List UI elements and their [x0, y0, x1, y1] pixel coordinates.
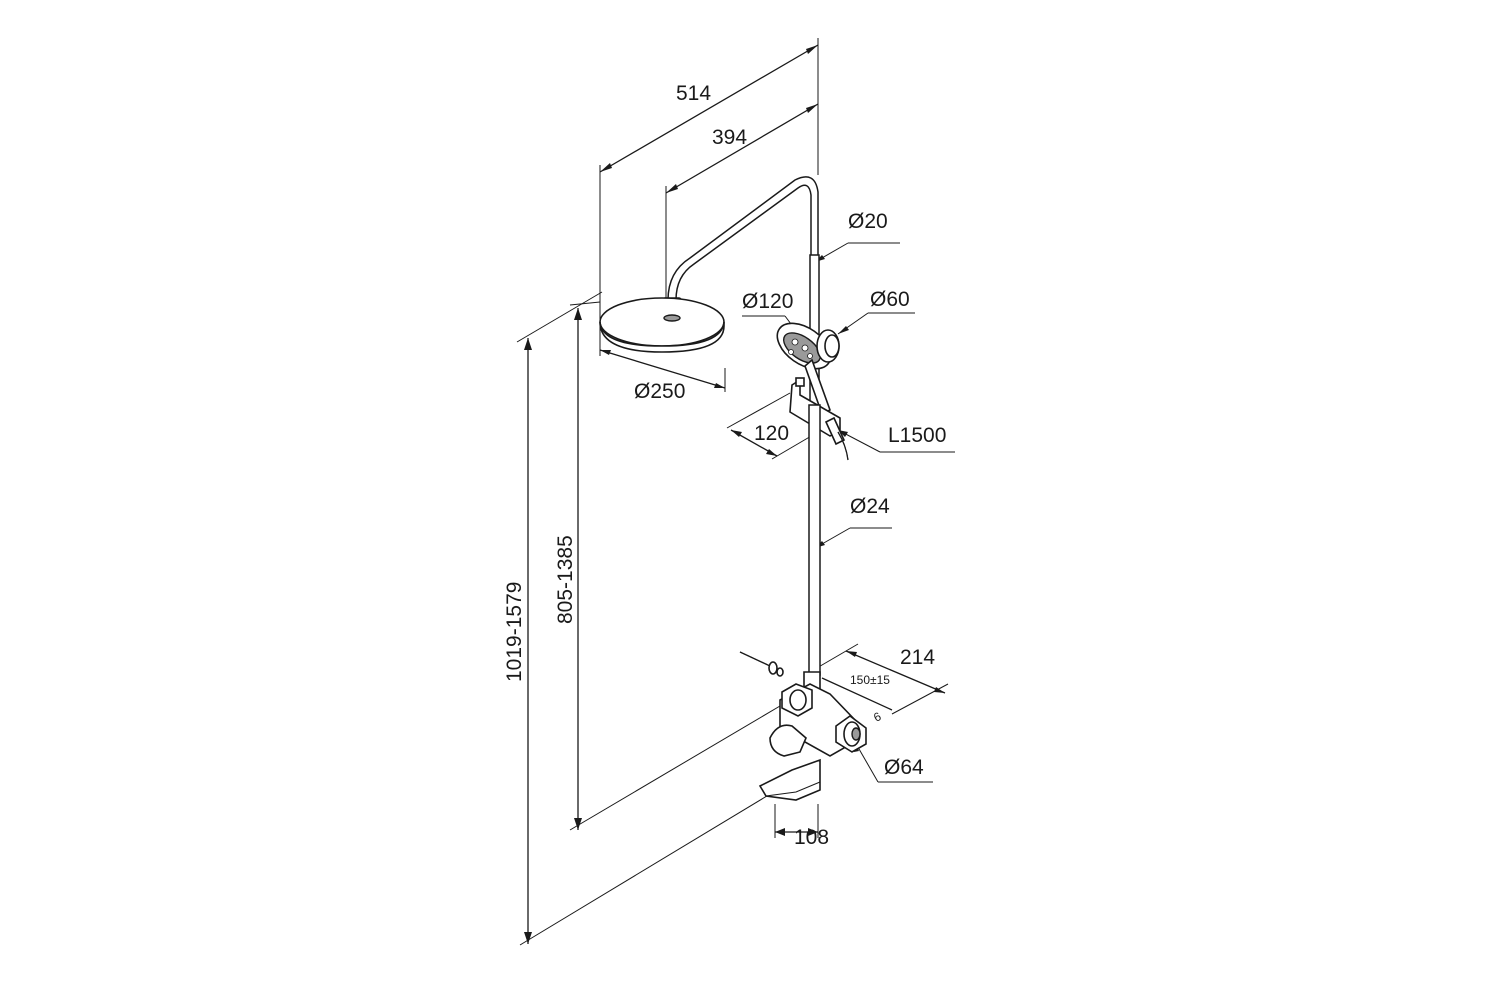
hand-shower-diameter-label: Ø120	[742, 290, 793, 313]
inlet-connector	[739, 651, 784, 677]
overall-depth-label: 514	[676, 82, 711, 105]
lower-pipe-diameter-label: Ø24	[850, 495, 890, 518]
inlet-angle-label: 6	[871, 709, 883, 725]
upper-pipe-diameter-label: Ø20	[848, 210, 888, 233]
wall-bracket-diameter-label: Ø60	[870, 288, 910, 311]
dimension-labels: 514 394 Ø20 Ø120 Ø60 Ø250 120 L1500 Ø24 …	[503, 82, 946, 849]
head-height-range-label: 805-1385	[554, 535, 577, 624]
mixer-width-label: 214	[900, 646, 935, 669]
rain-shower-arm	[667, 176, 819, 301]
holder-offset-label: 120	[754, 422, 789, 445]
arm-reach-label: 394	[712, 126, 747, 149]
overall-height-range-label: 1019-1579	[503, 582, 526, 682]
thermostatic-mixer	[769, 671, 867, 757]
wall-bracket	[816, 329, 840, 363]
lower-riser-pipe	[808, 404, 821, 676]
hose-length-label: L1500	[888, 424, 946, 447]
dimension-lines	[516, 38, 955, 946]
spout-length-label: 108	[794, 826, 829, 849]
rain-head-diameter-label: Ø250	[634, 380, 685, 403]
escutcheon-diameter-label: Ø64	[884, 756, 924, 779]
shower-hose	[837, 431, 849, 461]
bath-spout	[758, 758, 821, 801]
inlet-spacing-label: 150±15	[850, 673, 890, 687]
rain-shower-head	[599, 297, 725, 353]
